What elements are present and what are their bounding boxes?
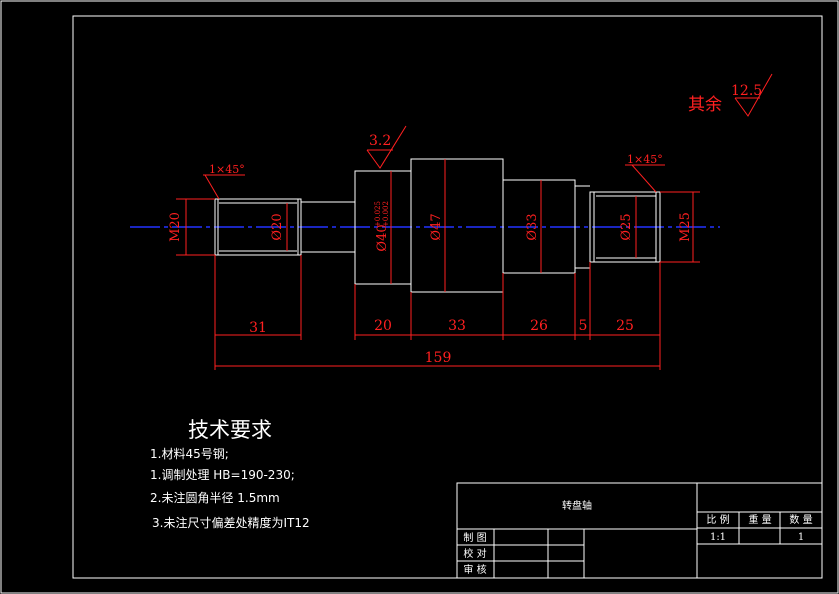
qty-label: 数 量: [789, 513, 812, 526]
drawing-frame: [72, 15, 823, 579]
chamfer-left-label: 1×45°: [209, 163, 245, 176]
drawn-label: 制 图: [463, 531, 486, 544]
requirement-item: 2.未注圆角半径 1.5mm: [150, 490, 280, 505]
title-block: [456, 482, 823, 579]
dim-l33: 33: [448, 318, 466, 334]
roughness-symbol-local: [366, 125, 407, 169]
requirement-item: 1.调制处理 HB=190-230;: [150, 468, 295, 482]
qty-value: 1: [798, 532, 804, 543]
dim-l25: 25: [616, 318, 634, 334]
rest-finish-label: 其余: [688, 95, 722, 115]
dim-d40: Ø40: [375, 224, 390, 251]
scale-value: 1:1: [710, 532, 726, 543]
checked-label: 校 对: [463, 547, 486, 560]
dim-d40-tol-lower: +0.002: [382, 201, 390, 227]
dim-d25: Ø25: [619, 213, 634, 240]
requirement-item: 1.材料45号钢;: [150, 447, 229, 461]
dim-d33: Ø33: [525, 213, 540, 240]
dim-d20: Ø20: [270, 213, 285, 240]
scale-label: 比 例: [706, 513, 729, 526]
part-name: 转盘轴: [562, 499, 592, 512]
dim-m25: M25: [678, 212, 693, 242]
rest-finish-value: 12.5: [731, 83, 762, 99]
dim-l31: 31: [249, 320, 267, 336]
dim-m20: M20: [168, 212, 183, 242]
diameter-dimensions: [176, 159, 700, 292]
requirements-title: 技术要求: [188, 418, 272, 442]
chamfer-leaders: [203, 164, 665, 200]
dim-l5: 5: [579, 318, 588, 334]
dim-l26: 26: [530, 318, 548, 334]
dim-d40-tol-upper: +0.025: [374, 201, 382, 227]
thread-marks: [217, 192, 657, 262]
dim-l20: 20: [374, 318, 392, 334]
roughness-symbol-rest: [734, 73, 773, 117]
chamfer-right-label: 1×45°: [627, 153, 663, 166]
dim-total: 159: [425, 350, 452, 366]
requirement-item: 3.未注尺寸偏差处精度为IT12: [152, 515, 310, 530]
weight-label: 重 量: [748, 513, 771, 526]
dim-d47: Ø47: [429, 213, 444, 240]
length-dimensions: [214, 255, 661, 370]
approved-label: 审 核: [463, 563, 486, 576]
local-finish-value: 3.2: [369, 133, 391, 149]
